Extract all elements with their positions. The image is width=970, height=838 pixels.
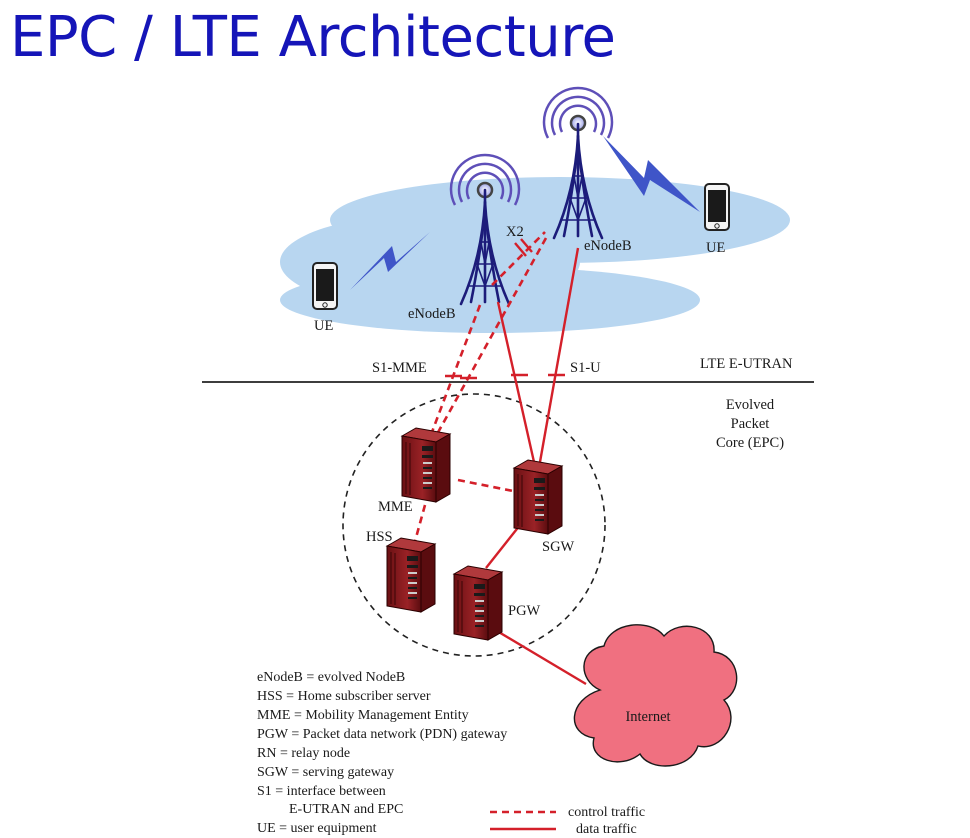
glossary-item: E-UTRAN and EPC [289, 802, 403, 817]
internet-cloud-icon [573, 624, 738, 767]
left-ue-phone-icon [312, 262, 338, 310]
mme-server-icon [401, 427, 451, 503]
enodeb-left-label: eNodeB [408, 306, 456, 322]
data-traffic-label: data traffic [576, 822, 637, 837]
epc-label-line3: Core (EPC) [716, 435, 784, 451]
lte-eutran-label: LTE E-UTRAN [700, 356, 793, 372]
left-lightning-icon [350, 232, 430, 290]
x2-label: X2 [506, 224, 524, 240]
pgw-server-icon [453, 565, 503, 641]
sgw-label: SGW [542, 539, 575, 555]
glossary-item: RN = relay node [257, 746, 350, 761]
right-radio-waves-icon [542, 86, 614, 139]
control-traffic-links [412, 231, 548, 546]
epc-label-line2: Packet [731, 416, 770, 432]
right-lightning-icon [603, 136, 700, 212]
control-traffic-label: control traffic [568, 805, 645, 820]
epc-label-line1: Evolved [726, 397, 775, 413]
data-traffic-links [485, 247, 587, 686]
s1-u-label: S1-U [570, 360, 601, 376]
interface-markers [445, 238, 565, 380]
glossary-item: HSS = Home subscriber server [257, 689, 431, 704]
hss-server-icon [386, 537, 436, 613]
traffic-legend: control traffic data traffic [490, 805, 645, 837]
mme-label: MME [378, 499, 413, 515]
ue-right-label: UE [706, 240, 725, 256]
internet-label: Internet [625, 709, 670, 725]
glossary-item: eNodeB = evolved NodeB [257, 670, 405, 685]
ue-left-label: UE [314, 318, 333, 334]
glossary-item: UE = user equipment [257, 821, 377, 836]
pgw-label: PGW [508, 603, 541, 619]
right-ue-phone-icon [704, 183, 730, 231]
hss-label: HSS [366, 529, 393, 545]
enodeb-right-label: eNodeB [584, 238, 632, 254]
left-radio-waves-icon [449, 153, 521, 206]
glossary-item: S1 = interface between [257, 784, 386, 799]
page-title: EPC / LTE Architecture [10, 5, 616, 70]
epc-boundary [342, 393, 606, 657]
glossary-item: MME = Mobility Management Entity [257, 708, 469, 723]
s1-mme-label: S1-MME [372, 360, 427, 376]
sgw-server-icon [513, 459, 563, 535]
glossary-item: SGW = serving gateway [257, 765, 394, 780]
glossary-item: PGW = Packet data network (PDN) gateway [257, 727, 507, 742]
glossary: eNodeB = evolved NodeB HSS = Home subscr… [257, 670, 507, 836]
